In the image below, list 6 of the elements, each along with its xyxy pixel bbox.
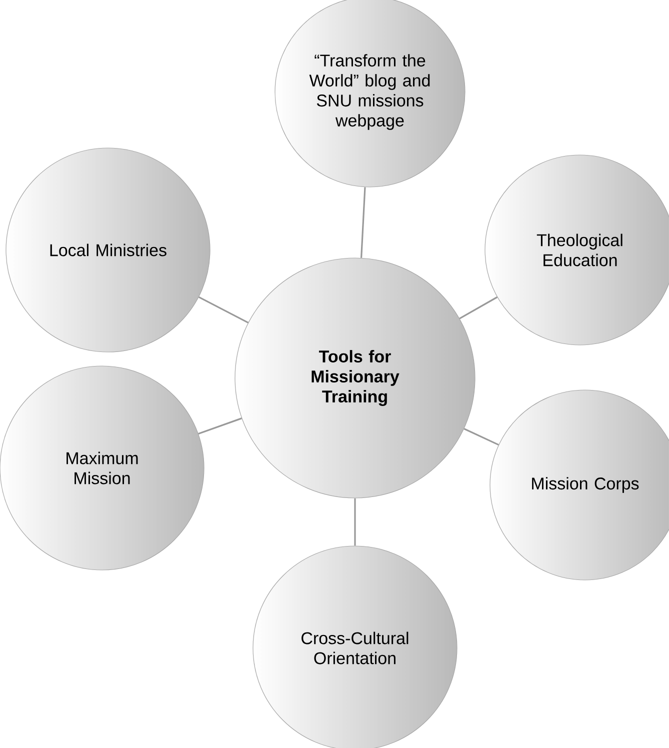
connector-line — [464, 428, 499, 446]
connector-line — [198, 296, 249, 324]
connector-line — [360, 187, 366, 258]
connector-line — [459, 296, 498, 320]
connector-line — [198, 418, 242, 434]
connector-line — [354, 498, 356, 546]
